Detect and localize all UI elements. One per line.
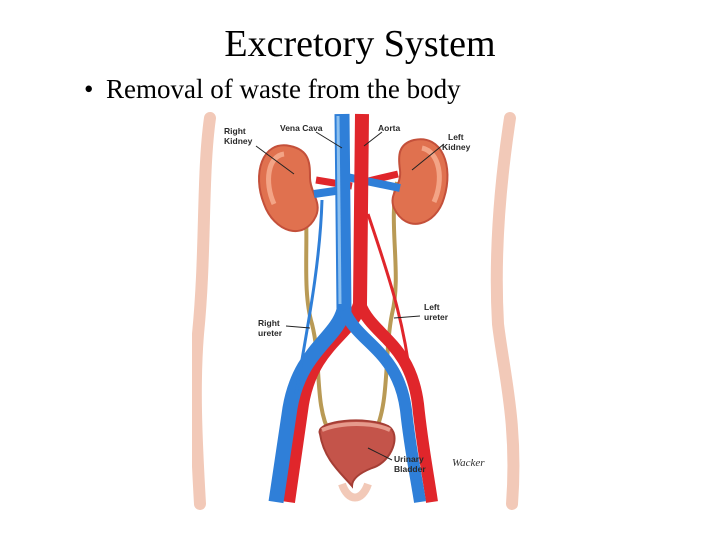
right-ureter-label-line2: ureter [258,328,283,338]
body-outline-right [490,112,520,510]
right-kidney-highlight [266,151,285,206]
left-kidney-label-line1: Left [448,132,464,142]
bullet-marker: • [84,74,94,104]
urinary-bladder [318,419,396,489]
left-kidney-leader [411,143,445,171]
left-renal-vein [341,172,401,192]
body-outline-left [192,112,216,510]
vena-cava-leader [315,131,343,149]
vena-cava-left-branch [338,307,426,503]
left-kidney-label-line2: Kidney [442,142,471,152]
vena-cava [268,113,352,504]
right-kidney-label-line1: Right [224,126,246,136]
urinary-bladder-label-line1: Urinary [394,454,424,464]
right-kidney-leader [255,145,295,175]
vena-cava-label: Vena Cava [280,123,323,133]
left-ureter [372,181,399,435]
bullet-text: Removal of waste from the body [106,74,461,104]
bullet-item: • Removal of waste from the body [84,72,461,106]
urinary-bladder-leader [367,447,393,461]
urinary-bladder-rim [321,422,391,432]
artist-signature: Wacker [452,457,485,469]
left-ureter-leader [393,315,421,319]
right-gonadal-vein [294,199,324,395]
excretory-illustration: Right Kidney Vena Cava Aorta Left Kidney… [192,112,520,510]
body-outline-crotch [338,482,372,502]
left-ureter-label-line1: Left [424,302,440,312]
left-kidney-highlight [421,145,442,204]
right-ureter-leader [285,325,311,329]
left-gonadal-artery [366,213,414,395]
right-kidney-label-line2: Kidney [224,136,253,146]
vena-cava-highlight [336,115,342,305]
aorta-left-branch [354,301,438,503]
excretory-diagram: Right Kidney Vena Cava Aorta Left Kidney… [192,104,522,512]
right-kidney [258,144,319,233]
slide-title: Excretory System [224,23,496,65]
right-ureter-label-line1: Right [258,318,280,328]
aorta-leader [363,131,383,147]
urinary-bladder-label-line2: Bladder [394,464,426,474]
left-ureter-label-line2: ureter [424,312,449,322]
aorta-label: Aorta [378,123,400,133]
